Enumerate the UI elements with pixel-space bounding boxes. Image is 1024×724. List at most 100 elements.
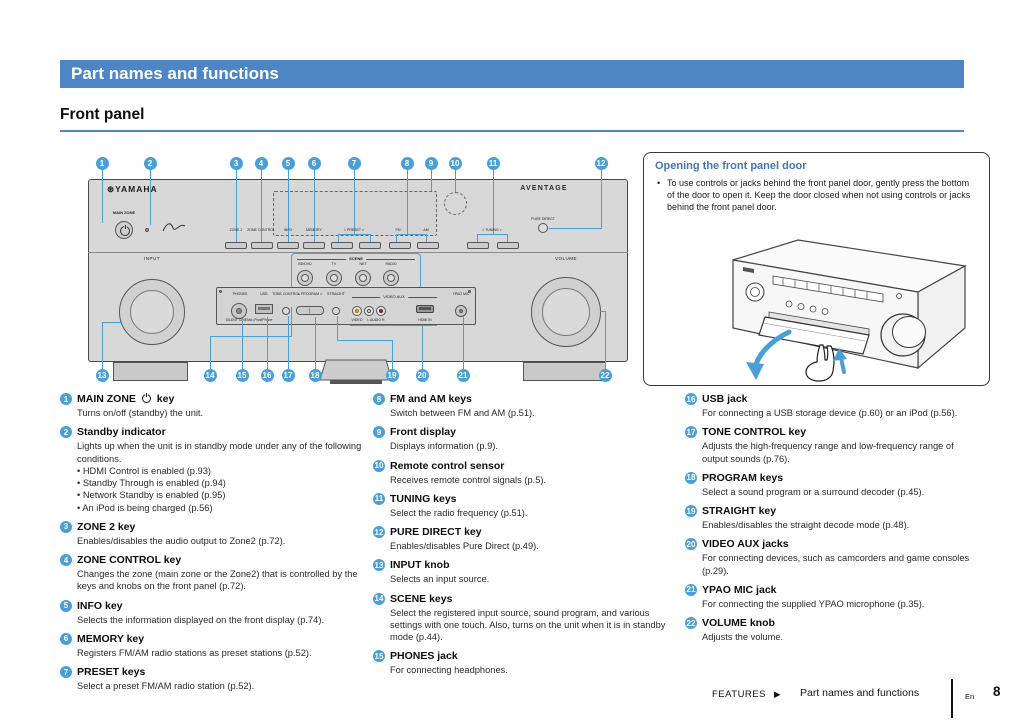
hdmi-in-label: HDMI IN (418, 318, 432, 322)
panel-key-label: ZONE CONTROL (247, 228, 275, 232)
callout-leader-line (396, 234, 427, 235)
panel-key-label: AM (423, 228, 429, 232)
main-zone-label: MAIN ZONE (112, 210, 136, 215)
item-title: Front display (390, 426, 456, 439)
item-title: Remote control sensor (390, 459, 505, 472)
item-description: For connecting the supplied YPAO microph… (702, 598, 925, 609)
usb-port-slot (258, 307, 270, 310)
side-note-text: To use controls or jacks behind the fron… (667, 178, 971, 213)
item-title: MAIN ZONE key (77, 393, 175, 405)
item-number-badge: 5 (60, 599, 72, 612)
section-rule (60, 130, 964, 132)
callout-badge-5: 5 (281, 156, 295, 170)
panel-key (359, 242, 381, 249)
callout-badge-14: 14 (203, 368, 217, 382)
panel-key-label: < PRESET > (344, 228, 364, 232)
callout-badge-16: 16 (260, 368, 274, 382)
item-title: INFO key (77, 599, 123, 612)
panel-key (303, 242, 325, 249)
scene-key-label: TV (331, 262, 337, 266)
panel-key (417, 242, 439, 249)
power-icon (120, 224, 130, 236)
item-description: For connecting devices, such as camcorde… (702, 553, 970, 576)
callout-leader-line (426, 234, 427, 242)
ipod-label: iPod/iPhone (253, 318, 273, 322)
item-title: PHONES jack (390, 650, 458, 663)
item-description: Enables/disables the audio output to Zon… (77, 535, 286, 546)
callout-leader-line (370, 234, 371, 242)
item-number-badge: 15 (373, 650, 385, 663)
callout-leader-line (210, 336, 292, 337)
item-title: USB jack (702, 393, 748, 405)
panel-key-label: INFO (283, 228, 293, 232)
volume-knob-inner (542, 288, 590, 336)
item-number-badge: 4 (60, 554, 72, 567)
scene-key-inner (387, 274, 395, 282)
callout-badge-2: 2 (143, 156, 157, 170)
callout-leader-line (455, 170, 456, 192)
door-screw-left (219, 290, 222, 293)
item-description: Selects an input source. (390, 574, 490, 585)
callout-badge-1: 1 (95, 156, 109, 170)
item-description: Adjusts the high-frequency range and low… (702, 441, 954, 464)
section-title: Front panel (60, 106, 145, 123)
item-number-badge: 16 (685, 393, 697, 405)
rca-audio-r-jack-center (379, 309, 383, 313)
callout-leader-line (354, 170, 355, 234)
footer-page-number: 8 (993, 684, 1001, 699)
item-number-badge: 6 (60, 632, 72, 645)
callout-leader-line (288, 316, 289, 369)
panel-key-label: MEMORY (306, 228, 322, 232)
item-number-badge: 14 (373, 592, 385, 605)
item-number-badge: 22 (685, 617, 697, 630)
video-aux-label: VIDEO AUX (380, 295, 408, 299)
yamaha-logo: ⊛YAMAHA (107, 184, 158, 194)
callout-leader-line (600, 311, 606, 312)
item-title: Standby indicator (77, 426, 166, 439)
callout-badge-19: 19 (385, 368, 399, 382)
scene-key-inner (330, 274, 338, 282)
power-icon (141, 393, 151, 403)
main-zone-power-button (115, 221, 133, 239)
footer-chapter: FEATURES (712, 689, 766, 700)
callout-leader-line (507, 234, 508, 242)
usb-label: USB (260, 292, 268, 296)
scene-key-label: NET (359, 262, 367, 266)
panel-key (331, 242, 353, 249)
item-title: SCENE keys (390, 592, 453, 605)
callout-badge-4: 4 (254, 156, 268, 170)
callout-leader-line (291, 307, 292, 336)
item-number-badge: 20 (685, 538, 697, 551)
silent-cinema-label: SILENT CINEMA (225, 318, 253, 322)
side-note-title: Opening the front panel door (655, 160, 807, 172)
side-note-bullet: • To use controls or jacks behind the fr… (657, 177, 979, 213)
left-foot (113, 362, 188, 381)
item-number-badge: 9 (373, 426, 385, 439)
scene-key-label: RADIO (385, 262, 397, 266)
callout-leader-line (601, 170, 602, 228)
item-number-badge: 17 (685, 426, 697, 439)
item-title: YPAO MIC jack (702, 583, 777, 596)
callout-leader-line (337, 340, 393, 341)
callout-leader-line (549, 228, 602, 229)
item-description: Changes the zone (main zone or the Zone2… (77, 569, 358, 592)
callout-badge-13: 13 (95, 368, 109, 382)
callout-badge-18: 18 (308, 368, 322, 382)
footer-page-title: Part names and functions (800, 687, 920, 699)
callout-leader-line (431, 170, 432, 191)
callout-badge-3: 3 (229, 156, 243, 170)
panel-key (389, 242, 411, 249)
phones-label: PHONES (232, 292, 248, 296)
